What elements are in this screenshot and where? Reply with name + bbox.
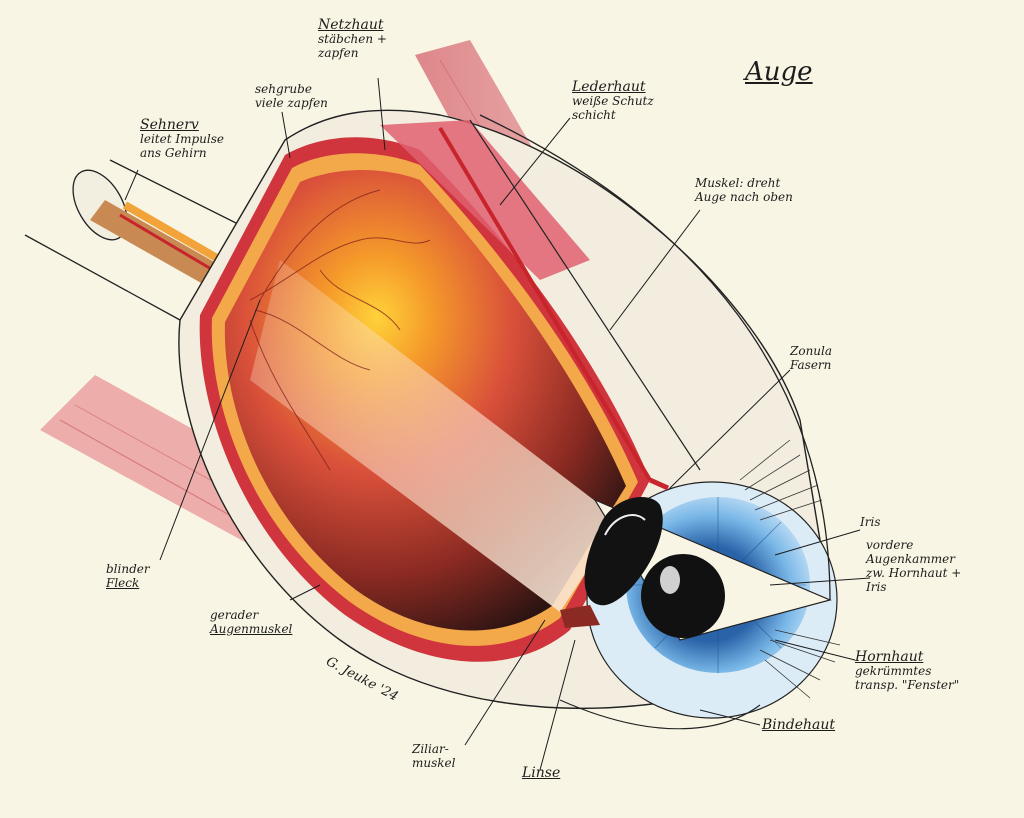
label-sehgrube-line1: sehgrube bbox=[255, 82, 312, 96]
label-hornhaut-line1: gekrümmtes bbox=[855, 664, 932, 678]
label-linse-head: Linse bbox=[522, 765, 561, 781]
label-sehnerv-line1: leitet Impulse bbox=[140, 132, 224, 146]
label-augenmuskel: gerader Augenmuskel bbox=[210, 608, 292, 636]
label-lederhaut-line2: schicht bbox=[572, 108, 616, 122]
label-zonula-line1: Zonula bbox=[790, 344, 833, 358]
eyelashes bbox=[739, 439, 841, 699]
label-lederhaut-line1: weiße Schutz bbox=[572, 94, 654, 108]
retinal-vessels bbox=[249, 189, 431, 471]
label-linse: Linse bbox=[522, 766, 560, 780]
label-bindehaut-head: Bindehaut bbox=[762, 717, 836, 733]
label-blinder-fleck-line2: Fleck bbox=[106, 576, 140, 590]
label-zonula: Zonula Fasern bbox=[790, 344, 832, 372]
lens bbox=[584, 497, 663, 606]
leader-lines bbox=[124, 77, 871, 771]
label-sehnerv-line2: ans Gehirn bbox=[140, 146, 207, 160]
label-blinder-fleck-line1: blinder bbox=[106, 562, 150, 576]
label-netzhaut: Netzhaut stäbchen + zapfen bbox=[318, 18, 387, 60]
label-augenkammer: vordere Augenkammer zw. Hornhaut + Iris bbox=[866, 538, 961, 594]
label-muskel-oben-line1: Muskel: dreht bbox=[695, 176, 781, 190]
label-ziliarmuskel-line2: muskel bbox=[412, 756, 456, 770]
label-iris-line1: Iris bbox=[860, 515, 881, 529]
label-netzhaut-line1: stäbchen + bbox=[318, 32, 387, 46]
label-augenkammer-line3: zw. Hornhaut + bbox=[866, 566, 962, 580]
label-sehgrube-line2: viele zapfen bbox=[255, 96, 328, 110]
label-muskel-oben: Muskel: dreht Auge nach oben bbox=[695, 176, 793, 204]
label-augenkammer-line2: Augenkammer bbox=[866, 552, 955, 566]
label-augenkammer-line1: vordere bbox=[866, 538, 914, 552]
label-sehnerv-head: Sehnerv bbox=[140, 117, 199, 133]
label-bindehaut: Bindehaut bbox=[762, 718, 835, 732]
label-augenkammer-line4: Iris bbox=[866, 580, 887, 594]
label-hornhaut-line2: transp. "Fenster" bbox=[855, 678, 960, 692]
label-blinder-fleck: blinder Fleck bbox=[106, 562, 150, 590]
diagram-title: Auge bbox=[745, 57, 813, 87]
label-lederhaut: Lederhaut weiße Schutz schicht bbox=[572, 80, 654, 122]
label-hornhaut: Hornhaut gekrümmtes transp. "Fenster" bbox=[855, 650, 959, 692]
label-sehgrube: sehgrube viele zapfen bbox=[255, 82, 328, 110]
label-iris: Iris bbox=[860, 515, 880, 529]
label-zonula-line2: Fasern bbox=[790, 358, 832, 372]
label-muskel-oben-line2: Auge nach oben bbox=[695, 190, 793, 204]
pupil bbox=[641, 554, 725, 638]
label-augenmuskel-line1: gerader bbox=[210, 608, 259, 622]
label-augenmuskel-line2: Augenmuskel bbox=[210, 622, 293, 636]
label-ziliarmuskel-line1: Ziliar- bbox=[412, 742, 449, 756]
label-netzhaut-head: Netzhaut bbox=[318, 17, 384, 33]
label-ziliarmuskel: Ziliar- muskel bbox=[412, 742, 455, 770]
label-hornhaut-head: Hornhaut bbox=[855, 649, 924, 665]
label-sehnerv: Sehnerv leitet Impulse ans Gehirn bbox=[140, 118, 224, 160]
label-netzhaut-line2: zapfen bbox=[318, 46, 359, 60]
label-lederhaut-head: Lederhaut bbox=[572, 79, 646, 95]
